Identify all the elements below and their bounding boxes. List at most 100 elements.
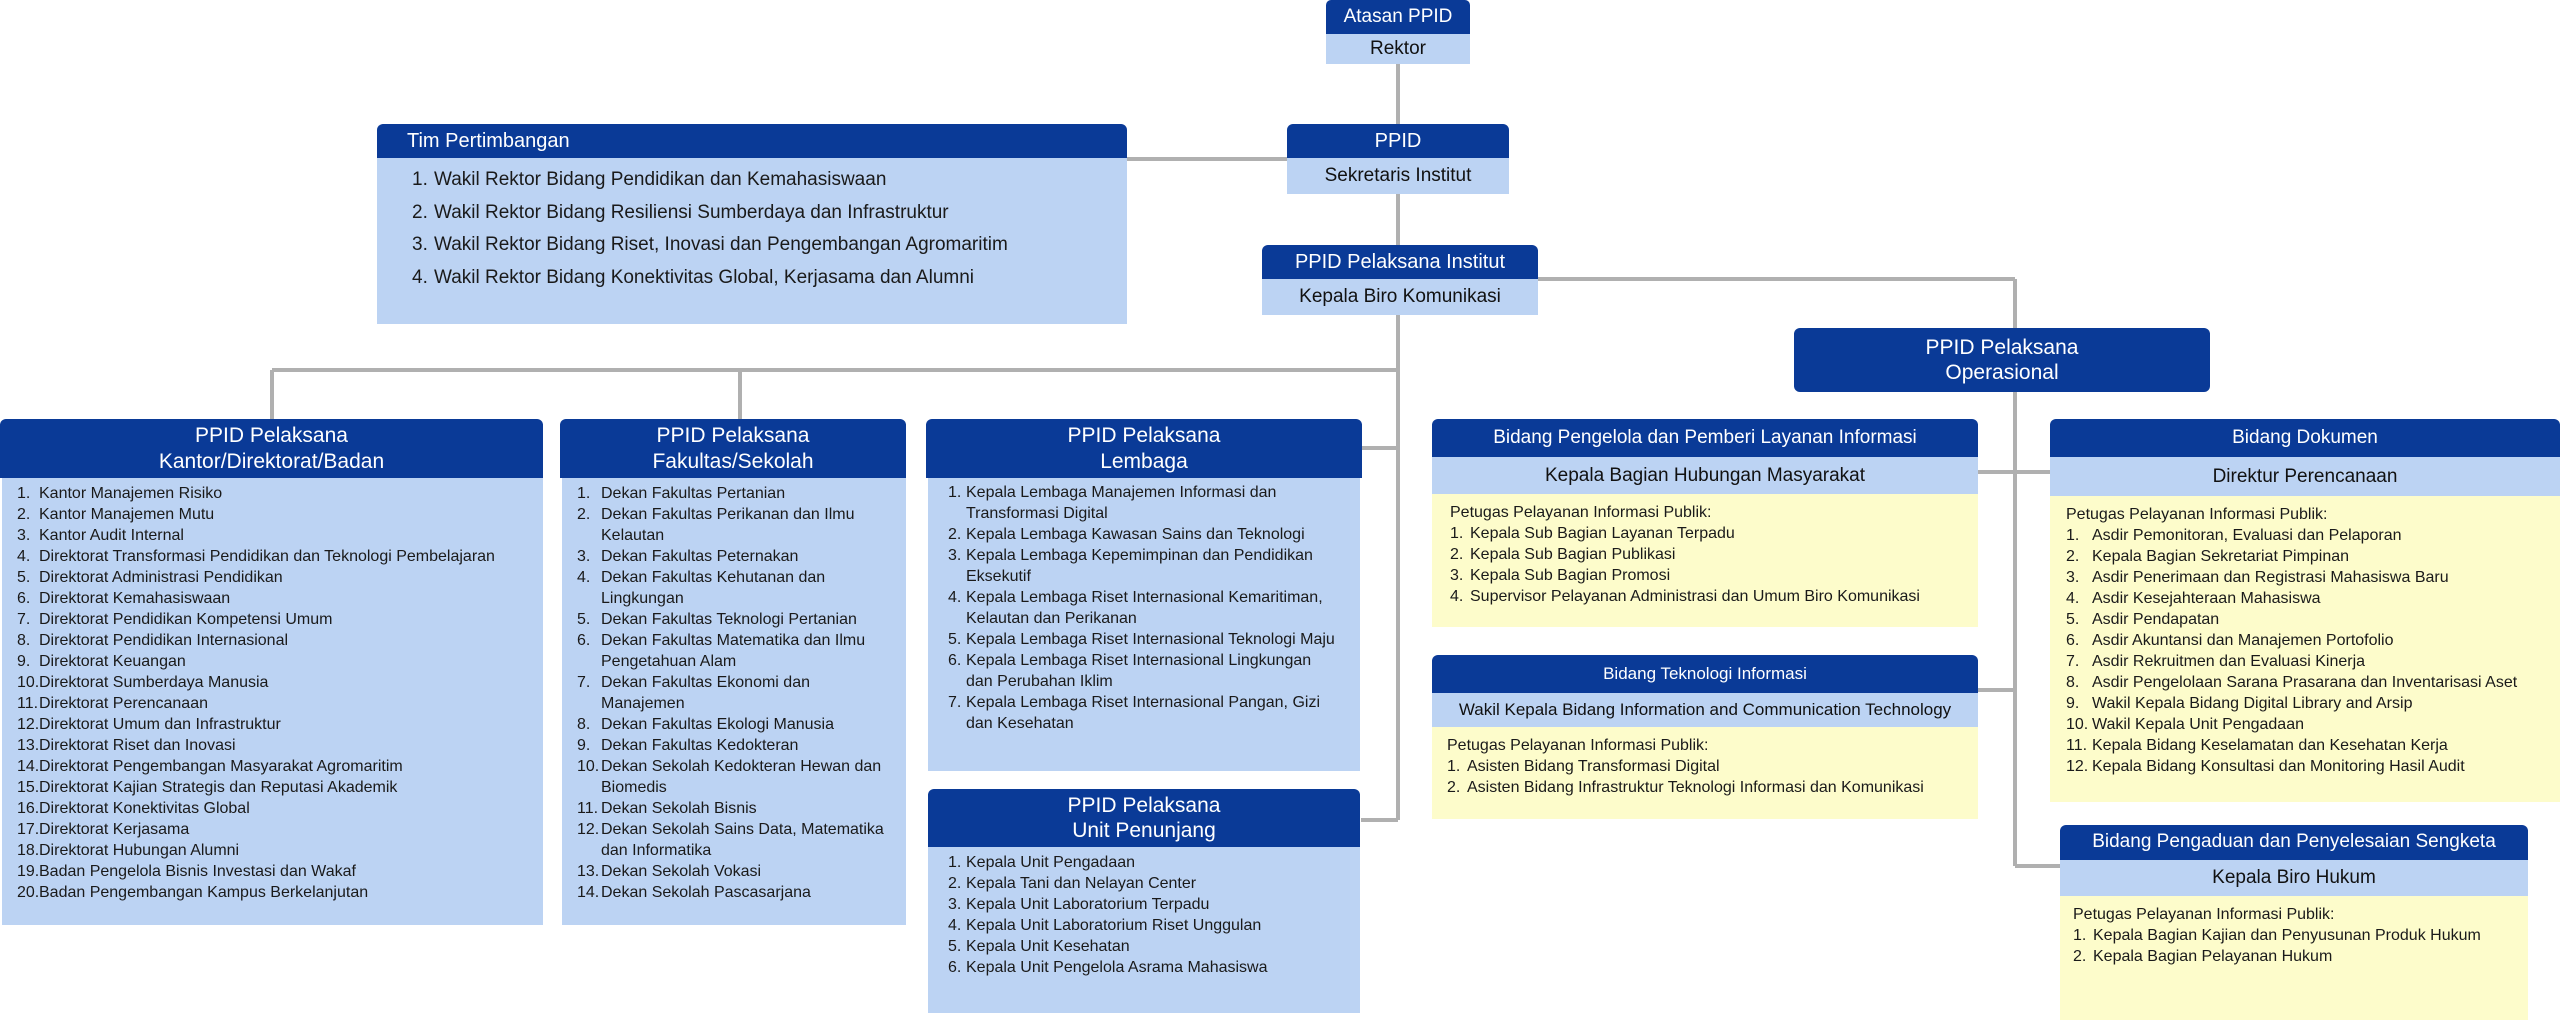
list-item: 1.Dekan Fakultas Pertanian: [577, 483, 898, 504]
ppid-penunjang-title: PPID Pelaksana Unit Penunjang: [928, 789, 1360, 847]
list-item: 9.Direktorat Keuangan: [17, 651, 535, 672]
list-item: 4.Kepala Unit Laboratorium Riset Unggula…: [948, 915, 1352, 936]
list-item: 3.Kepala Unit Laboratorium Terpadu: [948, 894, 1352, 915]
list-item: 1.Kepala Bagian Kajian dan Penyusunan Pr…: [2073, 925, 2520, 946]
atasan-ppid-title: Atasan PPID: [1326, 0, 1470, 34]
bidang-layanan-subtitle: Kepala Bagian Hubungan Masyarakat: [1432, 457, 1978, 494]
list-item-text: Kepala Lembaga Riset Internasional Kemar…: [966, 589, 1323, 627]
list-item-number: 3.: [412, 234, 428, 255]
list-item-text: Kepala Lembaga Manajemen Informasi dan T…: [966, 484, 1277, 522]
list-item-text: Kepala Bidang Keselamatan dan Kesehatan …: [2092, 737, 2448, 754]
list-item: 1.Kepala Unit Pengadaan: [948, 852, 1352, 873]
list-item-number: 4.: [577, 569, 591, 586]
list-item-number: 3.: [577, 548, 591, 565]
ppid-operasional-node: PPID Pelaksana Operasional: [1794, 328, 2210, 392]
bidang-dokumen-node: Bidang Dokumen Direktur Perencanaan Petu…: [2050, 419, 2560, 802]
list-item-text: Direktorat Transformasi Pendidikan dan T…: [39, 548, 495, 565]
list-item-text: Kantor Audit Internal: [39, 527, 184, 544]
list-item-number: 10.: [17, 674, 40, 691]
ppid-fakultas-node: PPID Pelaksana Fakultas/Sekolah 1.Dekan …: [560, 419, 906, 925]
list-item-text: Wakil Rektor Bidang Resiliensi Sumberday…: [434, 201, 949, 223]
list-item-text: Dekan Fakultas Teknologi Pertanian: [601, 611, 857, 628]
list-item: 6.Kepala Unit Pengelola Asrama Mahasiswa: [948, 957, 1352, 978]
list-item-number: 5.: [948, 938, 962, 955]
list-item-text: Wakil Kepala Unit Pengadaan: [2092, 716, 2304, 733]
list-item-text: Asdir Pemonitoran, Evaluasi dan Pelapora…: [2092, 527, 2402, 544]
bidang-ti-petugas-label: Petugas Pelayanan Informasi Publik:: [1447, 737, 1709, 754]
list-item-text: Kepala Lembaga Riset Internasional Panga…: [966, 694, 1320, 732]
list-item: 7.Dekan Fakultas Ekonomi dan Manajemen: [577, 672, 898, 714]
list-item-number: 3.: [948, 547, 962, 564]
list-item-text: Direktorat Kajian Strategis dan Reputasi…: [39, 779, 398, 796]
list-item-number: 11.: [2066, 737, 2088, 754]
list-item-number: 1.: [2073, 927, 2087, 944]
list-item-text: Asdir Pengelolaan Sarana Prasarana dan I…: [2092, 674, 2518, 691]
ppid-kantor-title-line1: PPID Pelaksana: [195, 424, 348, 448]
list-item-number: 6.: [948, 652, 962, 669]
ppid-operasional-title-line1: PPID Pelaksana: [1925, 335, 2079, 359]
list-item-number: 11.: [17, 695, 39, 712]
list-item-number: 12.: [17, 716, 40, 733]
list-item: 8.Direktorat Pendidikan Internasional: [17, 630, 535, 651]
ppid-operasional-title-line2: Operasional: [1945, 361, 2059, 384]
bidang-ti-node: Bidang Teknologi Informasi Wakil Kepala …: [1432, 655, 1978, 819]
list-item: 5.Kepala Lembaga Riset Internasional Tek…: [948, 629, 1340, 650]
list-item-text: Wakil Rektor Bidang Riset, Inovasi dan P…: [434, 234, 1008, 255]
list-item: 5. Dekan Fakultas Teknologi Pertanian: [577, 609, 898, 630]
list-item-number: 20.: [17, 884, 40, 901]
list-item: 19.Badan Pengelola Bisnis Investasi dan …: [17, 861, 535, 882]
list-item: 16.Direktorat Konektivitas Global: [17, 798, 535, 819]
ppid-penunjang-node: PPID Pelaksana Unit Penunjang 1.Kepala U…: [928, 789, 1360, 1013]
bidang-ti-petugas: Petugas Pelayanan Informasi Publik: 1.As…: [1432, 727, 1978, 819]
list-item-text: Direktorat Kemahasiswaan: [39, 590, 231, 607]
list-item-number: 5.: [577, 611, 591, 628]
list-item: 11.Dekan Sekolah Bisnis: [577, 798, 898, 819]
list-item-number: 7.: [948, 694, 962, 711]
list-item: 1.Kepala Lembaga Manajemen Informasi dan…: [948, 482, 1340, 524]
list-item: 5.Kepala Unit Kesehatan: [948, 936, 1352, 957]
list-item-text: Dekan Sekolah Bisnis: [601, 800, 757, 817]
ppid-lembaga-node: PPID Pelaksana Lembaga 1.Kepala Lembaga …: [926, 419, 1362, 771]
bidang-dokumen-petugas: Petugas Pelayanan Informasi Publik: 1.As…: [2050, 496, 2560, 802]
list-item: 9.Dekan Fakultas Kedokteran: [577, 735, 898, 756]
list-item: 1.Asisten Bidang Transformasi Digital: [1447, 756, 1968, 777]
list-item-number: 4.: [412, 266, 428, 288]
list-item-text: Dekan Fakultas Matematika dan Ilmu Penge…: [601, 632, 866, 670]
list-item: 2.Kepala Tani dan Nelayan Center: [948, 873, 1352, 894]
list-item-text: Kepala Unit Laboratorium Riset Unggulan: [966, 917, 1262, 934]
list-item-number: 5.: [948, 631, 962, 648]
list-item-text: Kepala Unit Kesehatan: [966, 938, 1130, 955]
ppid-node: PPID Sekretaris Institut: [1287, 124, 1509, 194]
list-item-number: 3.: [2066, 569, 2080, 586]
list-item-text: Direktorat Konektivitas Global: [39, 800, 250, 817]
list-item: 2.Asisten Bidang Infrastruktur Teknologi…: [1447, 777, 1968, 798]
bidang-layanan-petugas: Petugas Pelayanan Informasi Publik: 1.Ke…: [1432, 494, 1978, 627]
list-item: 18.Direktorat Hubungan Alumni: [17, 840, 535, 861]
list-item-number: 12.: [577, 821, 600, 838]
list-item-number: 1.: [17, 485, 31, 502]
list-item-text: Direktorat Pendidikan Internasional: [39, 632, 289, 649]
ppid-lembaga-title-line1: PPID Pelaksana: [1067, 424, 1221, 448]
list-item: 14.Direktorat Pengembangan Masyarakat Ag…: [17, 756, 535, 777]
list-item: 7.Direktorat Pendidikan Kompetensi Umum: [17, 609, 535, 630]
ppid-penunjang-title-line2: Unit Penunjang: [1072, 819, 1216, 842]
list-item-number: 4.: [1450, 588, 1464, 605]
bidang-hukum-petugas-label: Petugas Pelayanan Informasi Publik:: [2073, 906, 2335, 923]
list-item: 2.Dekan Fakultas Perikanan dan Ilmu Kela…: [577, 504, 898, 546]
list-item-text: Kepala Bagian Sekretariat Pimpinan: [2092, 548, 2350, 565]
list-item: 5.Direktorat Administrasi Pendidikan: [17, 567, 535, 588]
list-item-number: 5.: [17, 569, 31, 586]
list-item-text: Kepala Lembaga Riset Internasional Tekno…: [966, 631, 1335, 648]
list-item-text: Wakil Rektor Bidang Pendidikan dan Kemah…: [434, 169, 887, 190]
list-item-text: Direktorat Hubungan Alumni: [39, 842, 240, 859]
list-item: 3.Dekan Fakultas Peternakan: [577, 546, 898, 567]
list-item: 3.Kepala Lembaga Kepemimpinan dan Pendid…: [948, 545, 1340, 587]
list-item-number: 6.: [948, 959, 962, 976]
list-item: 6.Kepala Lembaga Riset Internasional Lin…: [948, 650, 1340, 692]
list-item: 4.Direktorat Transformasi Pendidikan dan…: [17, 546, 535, 567]
list-item: 3.Asdir Penerimaan dan Registrasi Mahasi…: [2066, 567, 2552, 588]
list-item-number: 3.: [948, 896, 962, 913]
list-item-number: 2.: [2066, 548, 2080, 565]
